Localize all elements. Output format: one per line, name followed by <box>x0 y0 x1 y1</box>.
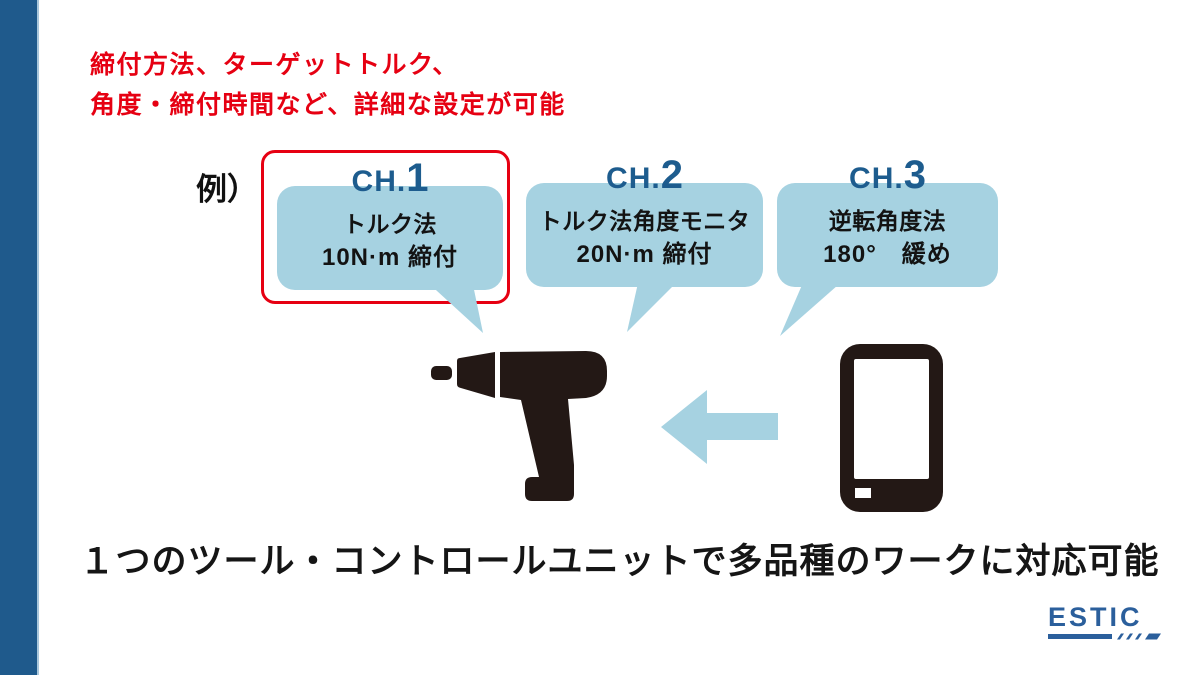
channel2-prefix: CH. <box>606 162 661 195</box>
example-label: 例） <box>196 172 258 207</box>
channel3-title: CH.3 <box>777 152 998 198</box>
channel3-setting: 180° 緩め <box>823 241 952 268</box>
top-note: 締付方法、ターゲットトルク、 角度・締付時間など、詳細な設定が可能 <box>90 45 566 125</box>
channel1-bubble: トルク法 10N·m 締付 <box>277 186 503 290</box>
left-accent-bar <box>0 0 39 675</box>
channel1-title: CH.1 <box>277 155 503 201</box>
channel1-number: 1 <box>406 156 429 200</box>
channel2-title: CH.2 <box>526 152 763 198</box>
channel1-highlight-frame <box>261 150 510 304</box>
estic-logo-underline <box>1048 633 1161 640</box>
arrow-left-icon <box>661 390 778 464</box>
speech-bubble-tail-icon <box>425 280 483 333</box>
speech-bubble-tail-icon <box>780 285 838 336</box>
channel1-method: トルク法 <box>343 211 437 237</box>
channel2-method: トルク法角度モニタ <box>538 208 751 234</box>
channel1-prefix: CH. <box>351 165 407 198</box>
estic-logo-text: ESTIC <box>1048 602 1143 632</box>
top-note-line2: 角度・締付時間など、詳細な設定が可能 <box>90 91 566 119</box>
channel2-bubble: トルク法角度モニタ 20N·m 締付 <box>526 183 763 287</box>
channel3-bubble: 逆転角度法 180° 緩め <box>777 183 998 287</box>
channel-group-3: CH.3 逆転角度法 180° 緩め <box>777 152 998 336</box>
speech-bubble-tail-icon <box>627 283 676 332</box>
channel1-setting: 10N·m 締付 <box>321 244 459 271</box>
channel3-method: 逆転角度法 <box>828 208 947 234</box>
channel2-number: 2 <box>660 153 683 197</box>
channel-group-1: CH.1 トルク法 10N·m 締付 <box>277 155 503 333</box>
top-note-line1: 締付方法、ターゲットトルク、 <box>90 51 459 79</box>
channel-group-2: CH.2 トルク法角度モニタ 20N·m 締付 <box>526 152 763 332</box>
smartphone-button <box>855 488 871 498</box>
smartphone-icon <box>840 344 943 512</box>
impact-driver-icon <box>431 351 607 501</box>
channel3-number: 3 <box>903 153 926 197</box>
estic-logo: ESTIC <box>1048 604 1168 640</box>
smartphone-screen <box>854 359 929 479</box>
channel2-setting: 20N·m 締付 <box>576 241 713 268</box>
footer-caption: １つのツール・コントロールユニットで多品種のワークに対応可能 <box>79 542 1160 581</box>
channel3-prefix: CH. <box>849 162 904 195</box>
